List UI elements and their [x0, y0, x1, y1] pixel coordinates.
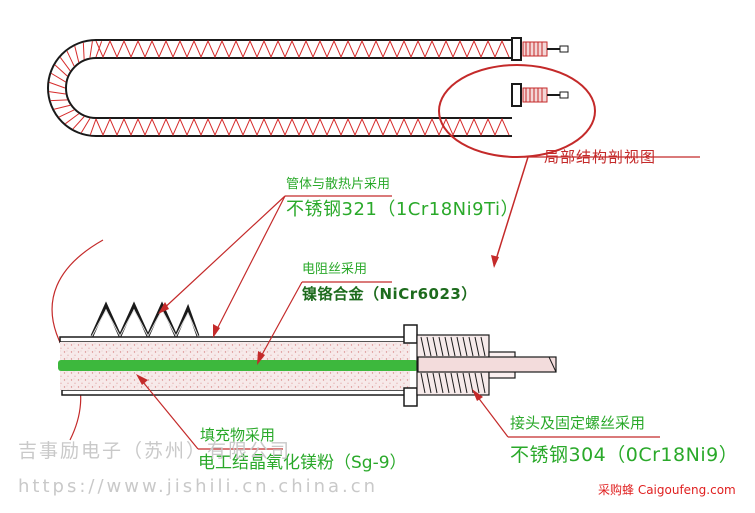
upper-terminal [511, 37, 569, 61]
u-tube-inner [65, 57, 512, 119]
cross-section-fins [90, 301, 200, 340]
detail-highlight-ellipse [438, 64, 596, 158]
cross-section [51, 239, 557, 441]
tube-leader-to-fins [159, 195, 286, 313]
filler-material-title: 填充物采用 [200, 426, 276, 444]
wire-material-title: 电阻丝采用 [302, 262, 368, 277]
u-tube-outer [47, 39, 512, 137]
tube-lower-wall [61, 389, 411, 396]
joint-material-title: 接头及固定螺丝采用 [510, 414, 646, 432]
tube-leader-to-wall [213, 195, 286, 336]
u-tube-heater [47, 37, 569, 137]
terminal-pin [417, 356, 557, 373]
joint-material-spec: 不锈钢304（0Cr18Ni9） [510, 444, 739, 466]
terminal-threads [420, 336, 486, 394]
bend-fins [49, 41, 103, 135]
wire-material-spec: 镍铬合金（NiCr6023） [302, 285, 477, 303]
tube-material-title: 管体与散热片采用 [286, 177, 391, 192]
company-watermark: 吉事励电子（苏州）有限公司 [18, 440, 292, 462]
tube-upper-wall [59, 336, 411, 343]
detail-arrow-head [491, 255, 499, 268]
terminal-nut-lower [403, 387, 418, 407]
tube-material-spec: 不锈钢321（1Cr18Ni9Ti） [286, 199, 520, 220]
detail-view-label: 局部结构剖视图 [544, 148, 657, 166]
filler-leader [137, 375, 199, 450]
terminal-nut-upper [403, 324, 418, 344]
lower-arm-fins [95, 117, 510, 137]
joint-leader [473, 391, 509, 438]
brand-watermark: 采购蜂 Caigoufeng.com [598, 483, 736, 497]
resistance-wire [58, 360, 418, 371]
wire-leader [257, 281, 303, 363]
url-watermark: https://www.jishili.cn.china.cn [18, 476, 379, 497]
filler-material-spec: 电工结晶氧化镁粉（Sg-9） [198, 453, 407, 473]
upper-arm-fins [95, 39, 510, 59]
leader-lines [136, 195, 660, 450]
lower-terminal [511, 83, 569, 107]
detail-arrow [493, 156, 529, 267]
